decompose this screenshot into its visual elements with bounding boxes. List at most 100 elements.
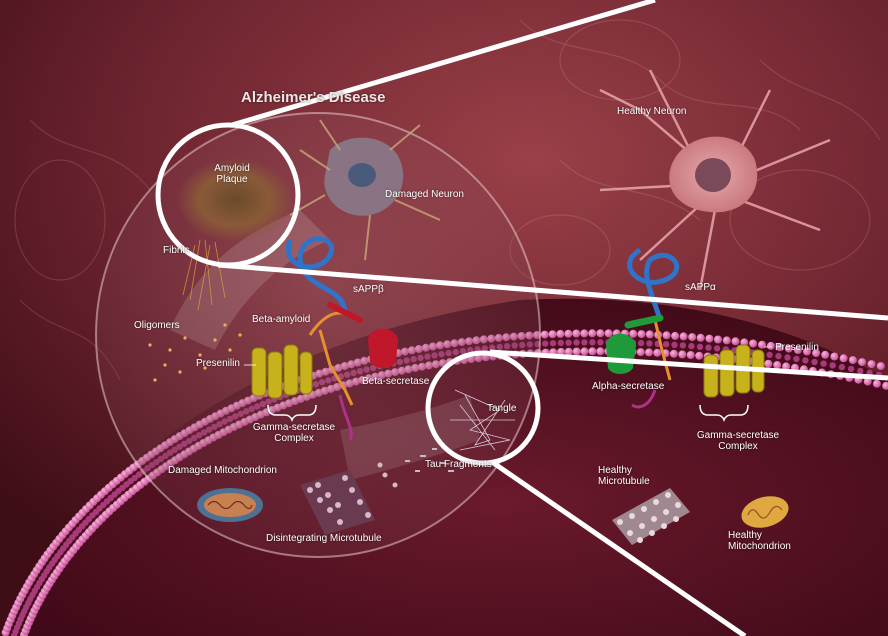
- damaged-mitochondrion: [197, 488, 263, 522]
- membrane-bead: [687, 351, 695, 359]
- label-healthy-microtubule: Healthy Microtubule: [598, 465, 650, 487]
- label-sapp-alpha: sAPPα: [685, 282, 716, 293]
- label-alpha-secretase: Alpha-secretase: [592, 381, 664, 392]
- membrane-bead: [830, 362, 836, 368]
- membrane-bead: [573, 339, 579, 345]
- membrane-bead: [877, 362, 885, 370]
- membrane-bead: [873, 380, 881, 388]
- membrane-bead: [848, 366, 854, 372]
- membrane-bead: [637, 348, 645, 356]
- membrane-bead: [597, 339, 603, 345]
- membrane-bead: [773, 361, 781, 369]
- membrane-bead: [714, 336, 722, 344]
- membrane-bead: [723, 336, 731, 344]
- membrane-bead: [572, 330, 580, 338]
- membrane-bead: [688, 343, 694, 349]
- membrane-bead: [645, 348, 653, 356]
- membrane-bead: [680, 332, 688, 340]
- membrane-bead: [688, 333, 696, 341]
- label-fragments-word: Fragments: [444, 459, 492, 470]
- label-presenilin-left: Presenilin: [196, 358, 240, 369]
- membrane-bead: [775, 353, 781, 359]
- membrane-bead: [541, 331, 549, 339]
- alpha-secretase: [606, 334, 636, 374]
- membrane-bead: [767, 342, 775, 350]
- label-gamma-secretase-left: Gamma-secretase Complex: [244, 422, 344, 444]
- membrane-bead: [663, 341, 669, 347]
- membrane-bead: [670, 350, 678, 358]
- label-fibrils: Fibrils: [163, 245, 190, 256]
- membrane-bead: [758, 341, 766, 349]
- membrane-bead: [811, 359, 817, 365]
- membrane-bead: [605, 329, 613, 337]
- membrane-bead: [588, 347, 596, 355]
- membrane-bead: [663, 331, 671, 339]
- membrane-bead: [830, 353, 838, 361]
- membrane-bead: [793, 356, 799, 362]
- membrane-bead: [839, 364, 845, 370]
- membrane-bead: [565, 340, 571, 346]
- membrane-bead: [638, 330, 646, 338]
- label-tau-word: Tau: [425, 459, 441, 470]
- membrane-bead: [564, 330, 572, 338]
- membrane-bead: [646, 340, 652, 346]
- label-beta-amyloid: Beta-amyloid: [252, 314, 310, 325]
- membrane-bead: [558, 340, 564, 346]
- membrane-bead: [705, 344, 711, 350]
- membrane-bead: [697, 344, 703, 350]
- membrane-bead: [581, 347, 589, 355]
- membrane-bead: [714, 345, 720, 351]
- membrane-bead: [821, 351, 829, 359]
- label-oligomers: Oligomers: [134, 320, 180, 331]
- membrane-bead: [784, 354, 790, 360]
- membrane-bead: [678, 350, 686, 358]
- membrane-bead: [646, 330, 654, 338]
- membrane-bead: [695, 352, 703, 360]
- membrane-bead: [671, 342, 677, 348]
- membrane-bead: [638, 340, 644, 346]
- label-damaged-mitochondrion: Damaged Mitochondrion: [168, 465, 277, 476]
- membrane-bead: [653, 349, 661, 357]
- membrane-bead: [849, 356, 857, 364]
- membrane-bead: [588, 329, 596, 337]
- membrane-bead: [629, 330, 637, 338]
- membrane-bead: [680, 342, 686, 348]
- label-amyloid-plaque: Amyloid Plaque: [213, 163, 251, 185]
- membrane-bead: [596, 329, 604, 337]
- membrane-bead: [580, 329, 588, 337]
- membrane-bead: [732, 337, 740, 345]
- membrane-bead: [589, 339, 595, 345]
- label-healthy-neuron: Healthy Neuron: [617, 106, 686, 117]
- label-gamma-secretase-right: Gamma-secretase Complex: [688, 430, 788, 452]
- diagram-title: Alzheimer's Disease: [241, 89, 385, 106]
- membrane-bead: [697, 334, 705, 342]
- membrane-bead: [764, 360, 772, 368]
- beta-secretase: [368, 329, 398, 368]
- membrane-bead: [581, 339, 587, 345]
- membrane-bead: [705, 335, 713, 343]
- membrane-bead: [549, 330, 557, 338]
- label-tangle: Tangle: [487, 403, 516, 414]
- label-disintegrating-microtubule: Disintegrating Microtubule: [266, 533, 382, 544]
- label-beta-secretase: Beta-secretase: [362, 376, 429, 387]
- label-tau-fragments: Tau Fragments: [425, 459, 492, 470]
- membrane-bead: [840, 354, 848, 362]
- membrane-bead: [820, 360, 826, 366]
- membrane-bead: [556, 330, 564, 338]
- label-damaged-neuron: Damaged Neuron: [385, 189, 464, 200]
- label-presenilin-right: Presenilin: [775, 342, 819, 353]
- membrane-bead: [671, 332, 679, 340]
- membrane-bead: [542, 340, 548, 346]
- membrane-bead: [858, 358, 866, 366]
- label-healthy-mitochondrion: Healthy Mitochondrion: [728, 530, 791, 552]
- label-sapp-beta: sAPPβ: [353, 284, 384, 295]
- membrane-bead: [550, 340, 556, 346]
- membrane-bead: [857, 368, 863, 374]
- membrane-bead: [766, 352, 772, 358]
- membrane-bead: [749, 340, 757, 348]
- membrane-bead: [596, 347, 604, 355]
- membrane-bead: [802, 357, 808, 363]
- membrane-bead: [573, 348, 581, 356]
- membrane-bead: [868, 360, 876, 368]
